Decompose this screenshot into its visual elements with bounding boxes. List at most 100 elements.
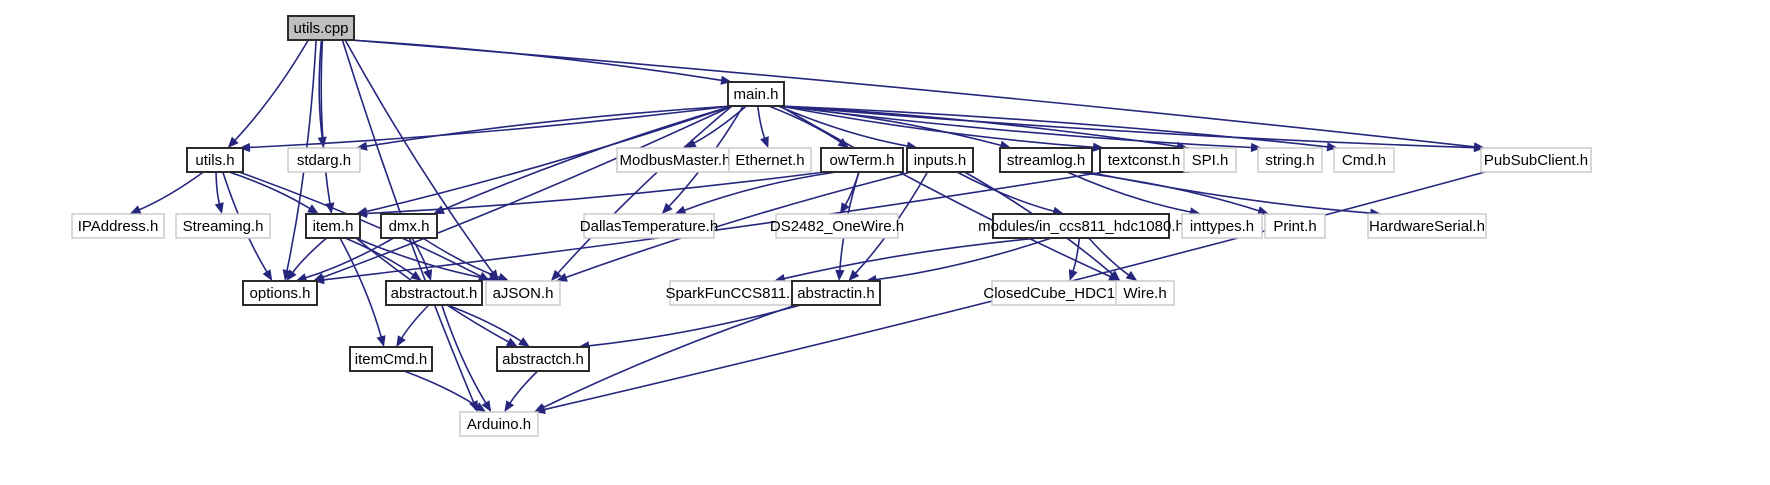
node-label: Arduino.h: [467, 416, 531, 433]
node-label: utils.h: [195, 152, 234, 169]
dependency-edge: [779, 105, 1095, 149]
dependency-edge: [565, 171, 912, 279]
node-box: [496, 346, 590, 372]
node-label: abstractch.h: [502, 351, 584, 368]
edge-arrowhead: [840, 202, 850, 214]
dependency-edge: [777, 105, 909, 147]
dependency-edge: [339, 237, 383, 338]
graph-node-options-h[interactable]: options.h: [242, 280, 318, 306]
graph-node-pubsubclient-h[interactable]: PubSubClient.h: [1480, 147, 1592, 173]
dependency-edge: [322, 105, 733, 279]
node-label: aJSON.h: [493, 285, 554, 302]
graph-node-ipaddress-h[interactable]: IPAddress.h: [71, 213, 165, 239]
node-label: ClosedCube_HDC1080.h: [983, 285, 1152, 302]
dependency-edge: [291, 237, 328, 274]
node-label: IPAddress.h: [78, 218, 159, 235]
edge-arrowhead: [214, 202, 224, 214]
edge-layer: [129, 39, 1486, 414]
graph-node-owterm-h[interactable]: owTerm.h: [820, 147, 904, 173]
edge-arrowhead: [848, 269, 860, 281]
edge-arrowhead: [396, 335, 406, 347]
dependency-edge: [557, 105, 733, 275]
node-box: [583, 213, 715, 239]
dependency-edge: [228, 171, 311, 210]
graph-node-abstractch-h[interactable]: abstractch.h: [496, 346, 590, 372]
edge-arrowhead: [1125, 270, 1138, 281]
node-box: [669, 280, 795, 306]
node-box: [727, 81, 785, 107]
node-label: string.h: [1265, 152, 1314, 169]
graph-node-ds2482-onewire-h[interactable]: DS2482_OneWire.h: [770, 213, 904, 239]
node-box: [775, 213, 899, 239]
edge-arrowhead: [286, 269, 297, 281]
graph-node-string-h[interactable]: string.h: [1257, 147, 1323, 173]
graph-node-itemcmd-h[interactable]: itemCmd.h: [349, 346, 433, 372]
node-label: options.h: [250, 285, 311, 302]
edge-arrowhead: [423, 269, 433, 281]
node-label: SparkFunCCS811.h: [665, 285, 798, 302]
node-label: inputs.h: [914, 152, 967, 169]
node-label: Print.h: [1273, 218, 1316, 235]
graph-node-streaming-h[interactable]: Streaming.h: [175, 213, 271, 239]
node-label: dmx.h: [389, 218, 430, 235]
graph-node-streamlog-h[interactable]: streamlog.h: [999, 147, 1093, 173]
node-box: [728, 147, 812, 173]
edge-arrowhead: [1068, 269, 1078, 281]
graph-node-stdarg-h[interactable]: stdarg.h: [287, 147, 361, 173]
node-label: Wire.h: [1123, 285, 1166, 302]
node-box: [71, 213, 165, 239]
graph-node-cmd-h[interactable]: Cmd.h: [1333, 147, 1395, 173]
graph-node-dmx-h[interactable]: dmx.h: [380, 213, 438, 239]
node-box: [1115, 280, 1175, 306]
dependency-edge: [446, 304, 523, 343]
graph-node-sparkfunccs811-h[interactable]: SparkFunCCS811.h: [665, 280, 799, 306]
edge-arrowhead: [1250, 142, 1262, 153]
dependency-edge: [400, 304, 430, 339]
edge-arrowhead: [307, 204, 319, 214]
graph-node-print-h[interactable]: Print.h: [1264, 213, 1326, 239]
dependency-edge: [1087, 171, 1372, 214]
dependency-edge: [779, 105, 1253, 149]
edge-arrowhead: [129, 205, 142, 214]
graph-node-spi-h[interactable]: SPI.h: [1183, 147, 1237, 173]
dependency-edge: [349, 39, 1476, 148]
node-box: [1257, 147, 1323, 173]
graph-node-wire-h[interactable]: Wire.h: [1115, 280, 1175, 306]
node-box: [1183, 147, 1237, 173]
edge-arrowhead: [1257, 206, 1269, 216]
graph-node-inttypes-h[interactable]: inttypes.h: [1181, 213, 1263, 239]
graph-node-abstractin-h[interactable]: abstractin.h: [791, 280, 881, 306]
node-label: abstractout.h: [391, 285, 478, 302]
node-label: utils.cpp: [293, 20, 348, 37]
graph-node-textconst-h[interactable]: textconst.h: [1099, 147, 1189, 173]
edge-arrowhead: [684, 138, 697, 148]
graph-node-utils-h[interactable]: utils.h: [186, 147, 244, 173]
graph-node-arduino-h[interactable]: Arduino.h: [459, 411, 539, 437]
dependency-edge: [875, 237, 1052, 281]
graph-node-inputs-h[interactable]: inputs.h: [906, 147, 974, 173]
graph-node-hardwareserial-h[interactable]: HardwareSerial.h: [1367, 213, 1487, 239]
node-box: [380, 213, 438, 239]
graph-node-abstractout-h[interactable]: abstractout.h: [385, 280, 483, 306]
graph-node-dallastemperature-h[interactable]: DallasTemperature.h: [580, 213, 718, 239]
graph-node-item-h[interactable]: item.h: [305, 213, 361, 239]
node-box: [242, 280, 318, 306]
graph-node-main-h[interactable]: main.h: [727, 81, 785, 107]
dependency-edge: [365, 105, 733, 213]
graph-node-modbusmaster-h[interactable]: ModbusMaster.h: [616, 147, 734, 173]
node-box: [1181, 213, 1263, 239]
dependency-edge: [768, 105, 842, 144]
edge-arrowhead: [661, 202, 673, 214]
graph-node-modules-ccs811-h[interactable]: modules/in_ccs811_hdc1080.h: [978, 213, 1184, 239]
dependency-edge: [756, 105, 766, 139]
graph-node-ajson-h[interactable]: aJSON.h: [485, 280, 561, 306]
edge-arrowhead: [1109, 270, 1121, 281]
graph-node-utils-cpp: utils.cpp: [287, 15, 355, 41]
edge-arrowhead: [837, 138, 850, 148]
dependency-edge: [441, 304, 487, 404]
node-box: [186, 147, 244, 173]
graph-node-ethernet-h[interactable]: Ethernet.h: [728, 147, 812, 173]
node-box: [175, 213, 271, 239]
edge-arrowhead: [376, 335, 386, 347]
